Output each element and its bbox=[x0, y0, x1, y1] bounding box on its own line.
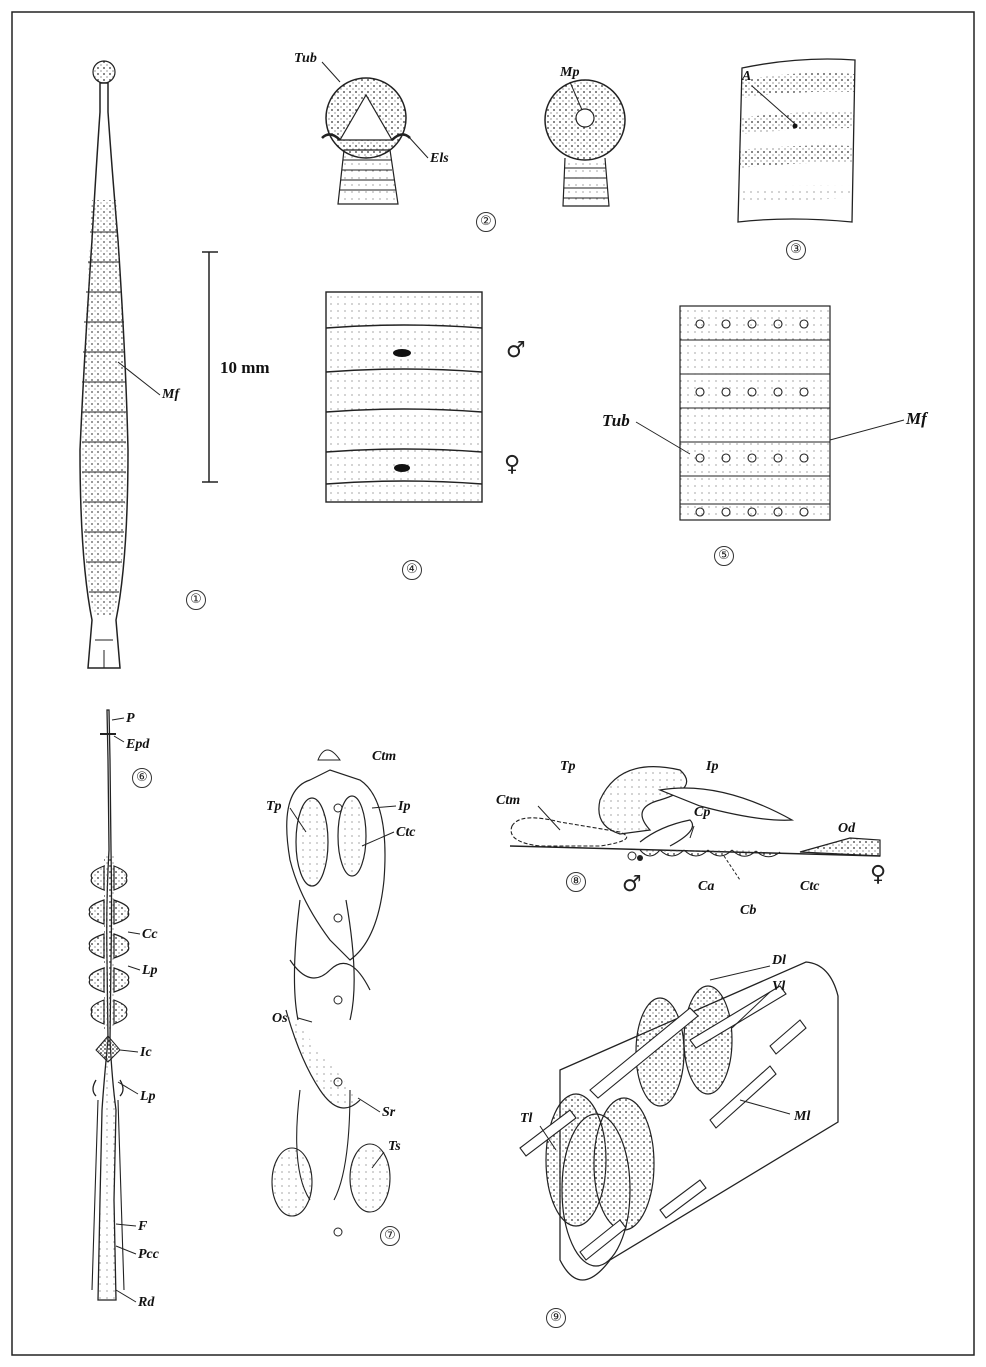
fig2-head-dorsal bbox=[545, 80, 625, 206]
fig5-label-mf: Mf bbox=[906, 410, 927, 427]
fig7-label-ts: Ts bbox=[388, 1140, 401, 1154]
fig7-label-ctm: Ctm bbox=[372, 750, 396, 764]
fig2-number: ② bbox=[476, 212, 496, 232]
fig2-head-ventral bbox=[322, 78, 410, 204]
fig8-label-ctm: Ctm bbox=[496, 794, 520, 808]
fig8-number: ⑧ bbox=[566, 872, 586, 892]
fig4-number: ④ bbox=[402, 560, 422, 580]
fig8-label-tp: Tp bbox=[560, 760, 576, 774]
fig7-label-tp: Tp bbox=[266, 800, 282, 814]
fig5-label-tub: Tub bbox=[602, 412, 630, 429]
fig2-els-leader bbox=[408, 136, 428, 158]
fig7-label-os: Os bbox=[272, 1012, 288, 1026]
fig8-label-cb: Cb bbox=[740, 904, 756, 918]
fig3-number: ③ bbox=[786, 240, 806, 260]
fig8-label-od: Od bbox=[838, 822, 855, 836]
fig6-label-rd: Rd bbox=[138, 1296, 154, 1310]
fig6-number: ⑥ bbox=[132, 768, 152, 788]
scale-bar-label: 10 mm bbox=[220, 358, 270, 378]
fig6-label-lp-2: Lp bbox=[140, 1090, 156, 1104]
fig1-number: ① bbox=[186, 590, 206, 610]
fig3-label-a: A bbox=[742, 70, 751, 84]
fig5-number: ⑤ bbox=[714, 546, 734, 566]
fig2-label-els: Els bbox=[430, 152, 449, 166]
fig2-label-tub: Tub bbox=[294, 52, 317, 66]
fig7-label-ip: Ip bbox=[398, 800, 410, 814]
fig4-male-symbol: ♂ bbox=[506, 340, 526, 362]
fig6-label-epd: Epd bbox=[126, 738, 149, 752]
fig6-label-ic: Ic bbox=[140, 1046, 152, 1060]
fig8-label-cp: Cp bbox=[694, 806, 710, 820]
fig8-label-ctc: Ctc bbox=[800, 880, 819, 894]
fig8-label-ip: Ip bbox=[706, 760, 718, 774]
fig7-label-sr: Sr bbox=[382, 1106, 395, 1120]
fig7-number: ⑦ bbox=[380, 1226, 400, 1246]
fig5-mf-leader bbox=[830, 420, 904, 440]
fig7-reproductive-system bbox=[272, 750, 390, 1236]
fig6-label-f: F bbox=[138, 1220, 147, 1234]
fig4-female-symbol: ♀ bbox=[504, 454, 520, 476]
fig6-digestive-tract bbox=[89, 710, 128, 1300]
fig8-male-symbol: ♂ bbox=[622, 874, 642, 896]
fig5-segments bbox=[680, 306, 830, 520]
fig9-muscle-block bbox=[520, 962, 838, 1280]
scale-bar bbox=[202, 252, 218, 482]
fig6-label-cc: Cc bbox=[142, 928, 158, 942]
fig1-label-mf: Mf bbox=[162, 388, 179, 402]
fig6-label-pcc: Pcc bbox=[138, 1248, 159, 1262]
fig2-tub-leader bbox=[322, 62, 340, 82]
fig7-label-ctc: Ctc bbox=[396, 826, 415, 840]
fig6-label-p: P bbox=[126, 712, 135, 726]
fig9-label-tl: Tl bbox=[520, 1112, 532, 1126]
fig2-label-mp: Mp bbox=[560, 66, 579, 80]
fig4-segments bbox=[326, 292, 482, 502]
fig9-label-ml: Ml bbox=[794, 1110, 810, 1124]
fig8-female-symbol: ♀ bbox=[870, 864, 886, 886]
fig3-annuli bbox=[738, 59, 855, 222]
fig6-label-lp-1: Lp bbox=[142, 964, 158, 978]
fig9-label-vl: Vl bbox=[772, 980, 785, 994]
fig9-label-dl: Dl bbox=[772, 954, 786, 968]
fig9-number: ⑨ bbox=[546, 1308, 566, 1328]
fig8-label-ca: Ca bbox=[698, 880, 714, 894]
